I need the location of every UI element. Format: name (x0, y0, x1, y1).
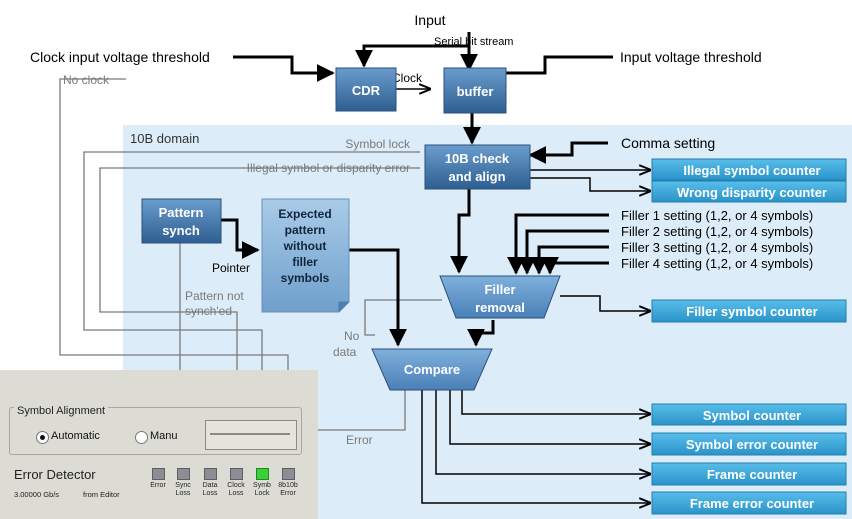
check-align-line2: and align (448, 169, 505, 184)
pattern-source: from Editor (83, 490, 120, 499)
symbol-counter-label: Symbol counter (703, 408, 801, 423)
automatic-label: Automatic (51, 430, 100, 442)
filler-removal-line1: Filler (484, 282, 515, 297)
error-led-label: Error (150, 482, 166, 489)
filler-symbol-counter (651, 299, 847, 323)
8b10b-error-led (282, 468, 295, 480)
clock-label: Clock (392, 71, 423, 85)
symbol-alignment-group (9, 407, 302, 455)
illegal-symbol-counter (651, 158, 847, 181)
pattern-not-synched-line2: synch'ed (185, 304, 232, 318)
bit-rate: 3.00000 Gb/s (14, 490, 60, 499)
alignment-slider[interactable] (205, 420, 297, 450)
symbol-error-counter (651, 432, 847, 456)
error-detector-title: Error Detector (14, 467, 96, 482)
manual-label: Manu (150, 430, 178, 442)
expected-pattern-line3: without (283, 239, 327, 253)
expected-pattern-line5: symbols (281, 271, 330, 285)
input-label: Input (414, 12, 445, 28)
page-fold (338, 301, 349, 312)
alignment-slider-track (210, 433, 290, 435)
compare-label: Compare (404, 362, 460, 377)
pattern-synch-line2: synch (162, 223, 200, 238)
error-label: Error (346, 433, 373, 447)
clock-loss-led-label: Clock Loss (227, 482, 245, 497)
symb-lock-led (256, 468, 269, 480)
compare-block (371, 348, 493, 391)
clock-loss-led (230, 468, 243, 480)
symbol-counter (651, 403, 847, 426)
symb-lock-led-label: Symb Lock (253, 482, 271, 497)
input-threshold-label: Input voltage threshold (620, 49, 762, 65)
check-align-line1: 10B check (445, 151, 510, 166)
counter-lines (396, 89, 650, 503)
filler-removal-line2: removal (475, 300, 525, 315)
frame-counter-label: Frame counter (707, 467, 797, 482)
filler-3-setting: Filler 3 setting (1,2, or 4 symbols) (621, 240, 813, 255)
pattern-synch-line1: Pattern (159, 205, 204, 220)
no-clock-label: No clock (63, 73, 110, 87)
buffer-block (443, 67, 507, 114)
sync-loss-led (177, 468, 190, 480)
8b10b-error-led-label: 8b10b Error (278, 482, 298, 497)
symbol-lock-label: Symbol lock (345, 137, 411, 151)
data-loss-led-label: Data Loss (202, 482, 218, 497)
filler-4-setting: Filler 4 setting (1,2, or 4 symbols) (621, 256, 813, 271)
check-align-block (424, 144, 531, 190)
error-led (152, 468, 165, 480)
symbol-alignment-title: Symbol Alignment (14, 405, 109, 417)
cdr-block (335, 67, 397, 112)
data-loss-led (204, 468, 217, 480)
comma-setting-label: Comma setting (621, 135, 715, 151)
buffer-label: buffer (457, 84, 494, 99)
manual-radio[interactable] (135, 431, 148, 444)
frame-error-counter-label: Frame error counter (690, 496, 814, 511)
filler-removal-block (439, 275, 561, 319)
no-data-line2: data (333, 345, 357, 359)
counters: Illegal symbol counter Wrong disparity c… (651, 158, 847, 515)
serial-bit-stream-label: Serial bit stream (434, 36, 513, 48)
expected-pattern-line1: Expected (278, 207, 331, 221)
pattern-synch-block (141, 198, 222, 244)
expected-pattern-line4: filler (292, 255, 318, 269)
frame-error-counter (651, 491, 847, 515)
illegal-symbol-error-label: Illegal symbol or disparity error (247, 161, 410, 175)
frame-counter (651, 462, 847, 486)
clock-threshold-label: Clock input voltage threshold (30, 49, 210, 65)
pointer-label: Pointer (212, 261, 250, 275)
no-data-line1: No (344, 329, 360, 343)
filler-symbol-counter-label: Filler symbol counter (686, 304, 817, 319)
symbol-error-counter-label: Symbol error counter (686, 437, 818, 452)
illegal-symbol-counter-label: Illegal symbol counter (683, 163, 820, 178)
automatic-radio[interactable] (36, 431, 49, 444)
flow-lines (221, 32, 613, 347)
wrong-disparity-counter-label: Wrong disparity counter (677, 185, 827, 200)
domain-label: 10B domain (130, 131, 199, 146)
filler-2-setting: Filler 2 setting (1,2, or 4 symbols) (621, 224, 813, 239)
cdr-label: CDR (352, 83, 381, 98)
pattern-not-synched-line1: Pattern not (185, 289, 244, 303)
filler-1-setting: Filler 1 setting (1,2, or 4 symbols) (621, 208, 813, 223)
sync-loss-led-label: Sync Loss (175, 482, 191, 497)
expected-pattern-line2: pattern (285, 223, 326, 237)
wrong-disparity-counter (651, 180, 847, 203)
